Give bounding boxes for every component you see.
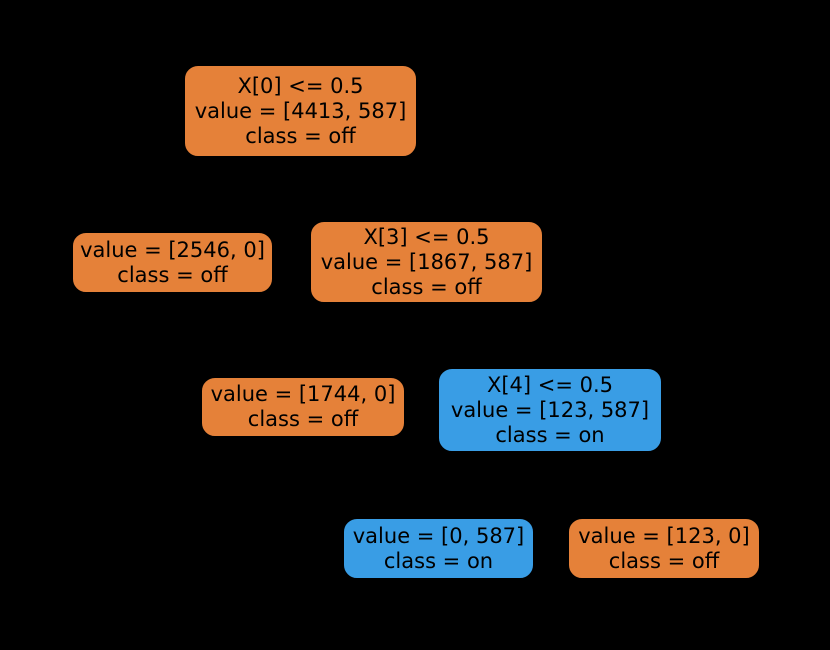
node-condition: X[3] <= 0.5 [363,224,490,249]
node-class: class = on [383,548,494,573]
leaf-node-1744-0[interactable]: value = [1744, 0]class = off [201,377,405,437]
node-class: class = off [247,407,359,431]
node-value: value = [123, 587] [450,397,650,422]
node-value: value = [1867, 587] [320,249,533,274]
edge-x4-to-leaf-0-587 [437,451,551,519]
edge-x3-to-x4 [426,302,551,369]
node-class: class = off [608,548,720,573]
edge-x3-to-leaf-1744 [302,302,428,378]
leaf-node-2546-0[interactable]: value = [2546, 0]class = off [72,232,273,293]
edge-root-to-x3 [300,156,427,222]
node-condition: X[4] <= 0.5 [486,372,614,397]
node-value: value = [1744, 0] [210,382,396,406]
node-value: value = [2546, 0] [80,237,265,262]
node-class: class = off [117,262,228,287]
edge-root-to-leaf-2546 [171,156,302,233]
node-value: value = [4413, 587] [194,98,407,123]
edge-x4-to-leaf-123-0 [549,451,665,519]
node-class: class = off [371,274,482,299]
node-value: value = [0, 587] [352,523,525,548]
node-class: class = on [495,422,605,447]
node-value: value = [123, 0] [578,523,750,548]
leaf-node-123-0[interactable]: value = [123, 0]class = off [568,518,760,579]
node-class: class = off [245,123,356,148]
node-condition: X[0] <= 0.5 [237,73,364,98]
leaf-node-0-587[interactable]: value = [0, 587]class = on [343,518,534,579]
